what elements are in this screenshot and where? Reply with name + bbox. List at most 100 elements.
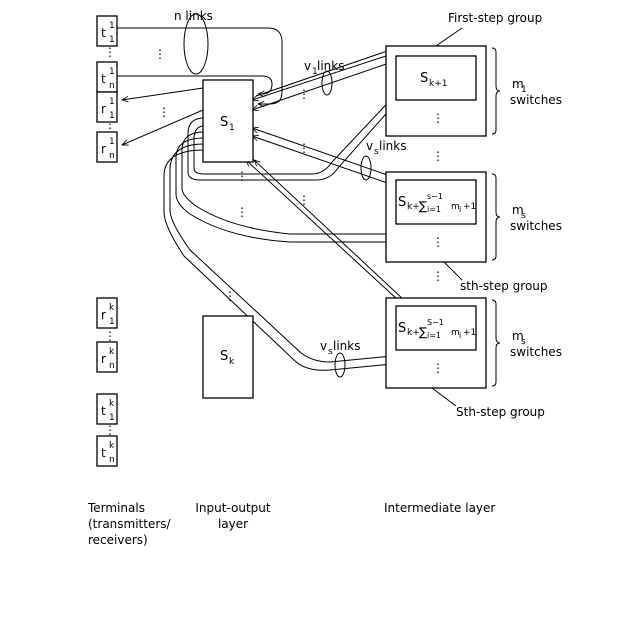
vs-links-lower-bundle — [335, 353, 345, 377]
sth-step-group: S k+ ∑ s−1 i=1 m i +1 ⋮ m s switches sth… — [386, 172, 562, 293]
vdots: ⋮ — [154, 47, 166, 61]
svg-text:t: t — [101, 404, 106, 418]
svg-text:links: links — [317, 59, 344, 73]
caption-intermediate-layer: Intermediate layer — [384, 501, 495, 515]
svg-text:S: S — [220, 115, 228, 130]
terminal-r1-1: r 1 1 — [97, 92, 117, 122]
svg-text:1: 1 — [229, 123, 235, 133]
svg-text:1: 1 — [109, 67, 115, 77]
sum-symbol: ∑ — [419, 199, 427, 213]
sth-step-group-label: sth-step group — [460, 279, 548, 293]
vdots: ⋮ — [432, 269, 444, 283]
svg-text:S−1: S−1 — [427, 318, 444, 327]
terminal-tk-1: t k 1 — [97, 394, 117, 424]
terminal-rk-n: r k n — [97, 342, 117, 372]
svg-text:1: 1 — [109, 317, 115, 327]
vdots: ⋮ — [432, 235, 444, 249]
svg-text:1: 1 — [109, 21, 115, 31]
svg-text:Input-output: Input-output — [195, 501, 271, 515]
svg-text:s−1: s−1 — [427, 192, 443, 201]
terminal-r1-n: r 1 n — [97, 132, 117, 162]
svg-text:k: k — [109, 347, 115, 357]
svg-text:S: S — [220, 349, 228, 364]
svg-text:i=1: i=1 — [427, 331, 441, 340]
svg-text:i: i — [459, 331, 461, 340]
svg-text:i: i — [459, 205, 461, 214]
svg-text:r: r — [101, 142, 106, 156]
caption-io-layer: Input-output layer — [195, 501, 271, 531]
svg-text:n: n — [109, 361, 115, 371]
svg-text:n: n — [109, 151, 115, 161]
vdots: ⋮ — [104, 423, 116, 437]
switch-sk: S k — [203, 316, 253, 398]
svg-text:r: r — [101, 102, 106, 116]
wires — [117, 28, 404, 370]
sum-symbol: ∑ — [419, 325, 427, 339]
switch-s1: S 1 — [203, 80, 253, 162]
svg-text:switches: switches — [510, 93, 562, 107]
first-step-group: S k+1 ⋮ m 1 switches First-step group — [386, 11, 562, 136]
vdots: ⋮ — [298, 87, 310, 101]
vdots: ⋮ — [104, 329, 116, 343]
terminal-tk-n: t k n — [97, 436, 117, 466]
svg-text:layer: layer — [218, 517, 248, 531]
svg-text:k+: k+ — [407, 202, 420, 212]
svg-text:+1: +1 — [463, 202, 476, 212]
vdots: ⋮ — [224, 289, 236, 303]
Sth-step-group-label: Sth-step group — [456, 405, 545, 419]
svg-text:+1: +1 — [463, 328, 476, 338]
first-step-group-label: First-step group — [448, 11, 542, 25]
terminal-rk-1: r k 1 — [97, 298, 117, 328]
Sth-step-group: S k+ ∑ S−1 i=1 m i +1 ⋮ m s switches Sth… — [386, 298, 562, 419]
svg-text:links: links — [333, 339, 360, 353]
vdots: ⋮ — [158, 105, 170, 119]
n-links-bundle — [184, 14, 208, 74]
svg-text:1: 1 — [109, 111, 115, 121]
caption-terminals: Terminals (transmitters/ receivers) — [87, 501, 172, 547]
terminals-bottom: r k 1 ⋮ r k n t k 1 ⋮ t k n — [97, 298, 117, 466]
terminal-t1-1: t 1 1 — [97, 16, 117, 46]
v1-links-label: v 1 links — [304, 59, 344, 77]
svg-text:r: r — [101, 352, 106, 366]
svg-text:k+1: k+1 — [429, 79, 447, 89]
vdots: ⋮ — [432, 111, 444, 125]
svg-text:v: v — [366, 139, 373, 153]
svg-text:v: v — [304, 59, 311, 73]
svg-text:Terminals: Terminals — [87, 501, 145, 515]
vdots: ⋮ — [298, 141, 310, 155]
svg-text:i=1: i=1 — [427, 205, 441, 214]
vdots: ⋮ — [236, 205, 248, 219]
vdots: ⋮ — [236, 169, 248, 183]
svg-text:t: t — [101, 72, 106, 86]
svg-text:1: 1 — [109, 35, 115, 45]
svg-text:k: k — [109, 399, 115, 409]
vdots: ⋮ — [432, 361, 444, 375]
svg-text:k: k — [109, 441, 115, 451]
vdots: ⋮ — [104, 45, 116, 59]
svg-text:r: r — [101, 308, 106, 322]
svg-text:t: t — [101, 26, 106, 40]
svg-text:switches: switches — [510, 219, 562, 233]
vs-links-lower-label: v s links — [320, 339, 360, 357]
svg-text:(transmitters/: (transmitters/ — [88, 517, 172, 531]
svg-text:n: n — [109, 455, 115, 465]
svg-text:S: S — [420, 71, 428, 86]
svg-text:1: 1 — [109, 97, 115, 107]
vdots: ⋮ — [432, 149, 444, 163]
svg-text:k: k — [109, 303, 115, 313]
svg-text:switches: switches — [510, 345, 562, 359]
vdots: ⋮ — [298, 193, 310, 207]
svg-text:v: v — [320, 339, 327, 353]
terminal-t1-n: t 1 n — [97, 62, 117, 92]
svg-text:S: S — [398, 321, 406, 336]
svg-text:1: 1 — [109, 137, 115, 147]
svg-text:k: k — [229, 357, 235, 367]
n-links-label: n links — [174, 9, 213, 23]
svg-text:links: links — [379, 139, 406, 153]
svg-text:k+: k+ — [407, 328, 420, 338]
svg-text:receivers): receivers) — [88, 533, 148, 547]
svg-text:n: n — [109, 81, 115, 91]
svg-text:1: 1 — [109, 413, 115, 423]
vs-links-upper-label: v s links — [366, 139, 406, 157]
